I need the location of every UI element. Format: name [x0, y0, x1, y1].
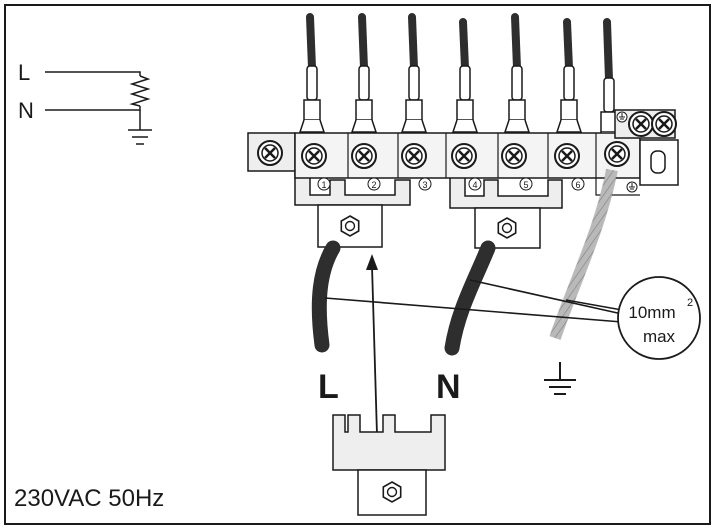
- terminal-number: 4: [472, 180, 477, 190]
- ground-icon: [128, 110, 152, 145]
- callout-suffix: max: [643, 327, 676, 346]
- terminal-number: 3: [422, 180, 427, 190]
- bottom-clamp-bracket: [332, 414, 446, 516]
- callout-size: 10mm: [628, 303, 675, 322]
- terminal-number: 2: [371, 180, 376, 190]
- callout-superscript: 2: [687, 297, 693, 309]
- supply-neutral-label: N: [18, 98, 34, 123]
- cable-clamp-left: [317, 204, 383, 248]
- supply-line-label: L: [18, 60, 30, 85]
- ground-icon: [544, 362, 576, 395]
- block-ground-icon: [616, 111, 638, 193]
- wire-size-callout: 10mm 2 max: [617, 276, 701, 360]
- svg-text:10mm: 10mm: [628, 303, 675, 322]
- terminal-block: [247, 109, 679, 196]
- cable-clamp-right: [474, 207, 541, 249]
- terminal-numbers: 1 2 3 4 5 6: [317, 177, 585, 191]
- supply-rating: 230VAC 50Hz: [14, 485, 164, 512]
- top-wires: [306, 13, 613, 84]
- neutral-cable: [444, 240, 496, 356]
- resistor-icon: [129, 75, 151, 107]
- callout-leader-lines: [324, 279, 623, 323]
- live-cable-label: L: [318, 368, 339, 406]
- neutral-cable-label: N: [436, 368, 461, 406]
- assembly-arrow: [366, 254, 378, 436]
- live-cable: [311, 240, 341, 353]
- terminal-number: 1: [321, 180, 326, 190]
- terminal-number: 6: [575, 180, 580, 190]
- supply-symbol: L N: [18, 60, 152, 145]
- terminal-number: 5: [523, 180, 528, 190]
- frame-border: [4, 4, 711, 525]
